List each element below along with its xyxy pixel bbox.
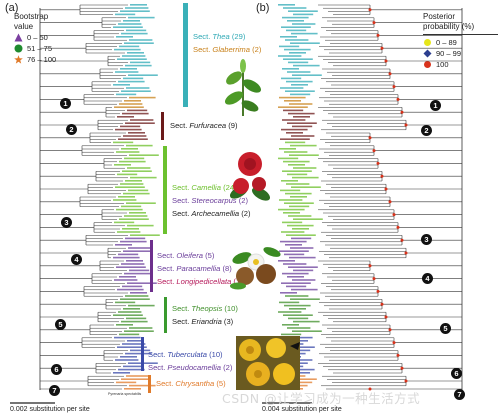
node-marker-b-3: 3 xyxy=(421,234,432,245)
watermark: CSDN @让学习成为一种生活方式 xyxy=(222,391,421,406)
section-line: Sect. Camellia (24) xyxy=(172,183,237,192)
section-label-camellia: Sect. Camellia (24) Sect. Stereocarpus (… xyxy=(172,181,251,220)
star-icon xyxy=(14,55,23,64)
node-marker-a-1: 1 xyxy=(60,98,71,109)
legend-bootstrap-item-0: 0 – 50 xyxy=(14,32,74,43)
tea-leaf-illustration xyxy=(224,59,262,116)
section-line: Sect. Archecamellia (2) xyxy=(172,209,251,218)
node-marker-a-5: 5 xyxy=(55,319,66,330)
section-line: Sect. Stereocarpus (2) xyxy=(172,196,248,205)
legend-bootstrap-label-1: 51 – 75 xyxy=(27,44,53,53)
section-label-chrysantha: Sect. Chrysantha (5) xyxy=(156,379,226,388)
section-label-furfuracea: Sect. Furfuracea (9) xyxy=(170,121,238,130)
node-marker-b-7: 7 xyxy=(454,389,465,400)
legend-bootstrap-title-line2: value xyxy=(14,22,34,31)
legend-posterior-item-2: 100 xyxy=(423,59,498,70)
section-label-tuberculata: Sect. Tuberculata (10) Sect. Pseudocamel… xyxy=(148,348,232,374)
section-line: Sect. Thea (29) xyxy=(193,32,246,41)
legend-bootstrap: Bootstrap value 0 – 50 51 – 75 76 – 100 xyxy=(14,12,74,65)
node-marker-b-6: 6 xyxy=(451,368,462,379)
red-camellia-illustration xyxy=(229,152,271,201)
legend-posterior: Posterior probability (%) 0 – 89 90 – 99… xyxy=(423,12,498,70)
section-line: Sect. Glaberrima (2) xyxy=(193,45,262,54)
section-bar-chrysantha xyxy=(148,375,151,393)
circle-icon xyxy=(424,61,431,68)
outgroup-label: Pyrenaria spectabilis xyxy=(108,392,142,396)
panel-label-a: (a) xyxy=(5,2,19,14)
circle-icon xyxy=(424,39,431,46)
section-line: Sect. Chrysantha (5) xyxy=(156,379,226,388)
section-line: Sect. Furfuracea (9) xyxy=(170,121,238,130)
tree-a-branches xyxy=(39,4,160,390)
legend-bootstrap-item-2: 76 – 100 xyxy=(14,54,74,65)
legend-bootstrap-label-2: 76 – 100 xyxy=(27,55,57,64)
circle-icon xyxy=(14,44,23,53)
legend-posterior-label-1: 90 – 99 xyxy=(436,49,462,58)
node-marker-b-1: 1 xyxy=(430,100,441,111)
section-line: Sect. Eriandria (3) xyxy=(172,317,234,326)
legend-posterior-title-line2: probability (%) xyxy=(423,22,498,35)
section-bar-oleifera xyxy=(150,240,153,292)
section-bar-tuberculata xyxy=(141,337,144,371)
oil-camellia-fruit-illustration xyxy=(230,247,281,290)
node-marker-a-4: 4 xyxy=(71,254,82,265)
section-label-theopsis: Sect. Theopsis (10) Sect. Eriandria (3) xyxy=(172,302,238,328)
legend-bootstrap-item-1: 51 – 75 xyxy=(14,43,74,54)
section-line: Sect. Theopsis (10) xyxy=(172,304,238,313)
legend-posterior-label-0: 0 – 89 xyxy=(436,38,457,47)
yellow-camellia-illustration xyxy=(236,336,300,390)
node-marker-a-7: 7 xyxy=(49,385,60,396)
node-marker-a-6: 6 xyxy=(51,364,62,375)
tree-b-branches xyxy=(278,4,463,391)
section-line: Sect. Pseudocamellia (2) xyxy=(148,363,233,372)
legend-bootstrap-title-line1: Bootstrap xyxy=(14,12,49,21)
node-marker-b-4: 4 xyxy=(422,273,433,284)
section-bar-furfuracea xyxy=(161,112,164,140)
legend-bootstrap-label-0: 0 – 50 xyxy=(27,33,48,42)
node-marker-b-2: 2 xyxy=(421,125,432,136)
legend-posterior-title-line1: Posterior xyxy=(423,12,456,21)
node-marker-a-3: 3 xyxy=(61,217,72,228)
section-line: Sect. Oleifera (5) xyxy=(157,251,215,260)
scale-label-b: 0.004 substitution per site xyxy=(262,406,342,413)
panel-label-b: (b) xyxy=(256,2,270,14)
legend-posterior-item-0: 0 – 89 xyxy=(423,37,498,48)
triangle-icon xyxy=(14,33,23,42)
section-bar-thea xyxy=(183,3,188,107)
legend-posterior-label-2: 100 xyxy=(436,60,449,69)
node-marker-a-2: 2 xyxy=(66,124,77,135)
section-line: Sect. Paracamellia (8) xyxy=(157,264,232,273)
legend-posterior-item-1: 90 – 99 xyxy=(423,48,498,59)
node-marker-b-5: 5 xyxy=(440,323,451,334)
section-line: Sect. Tuberculata (10) xyxy=(148,350,223,359)
section-label-thea: Sect. Thea (29) Sect. Glaberrima (2) xyxy=(193,30,261,56)
section-bar-theopsis xyxy=(164,297,167,333)
scale-label-a: 0.002 substitution per site xyxy=(10,406,90,413)
section-bar-camellia xyxy=(163,146,167,234)
diamond-icon xyxy=(423,49,432,58)
